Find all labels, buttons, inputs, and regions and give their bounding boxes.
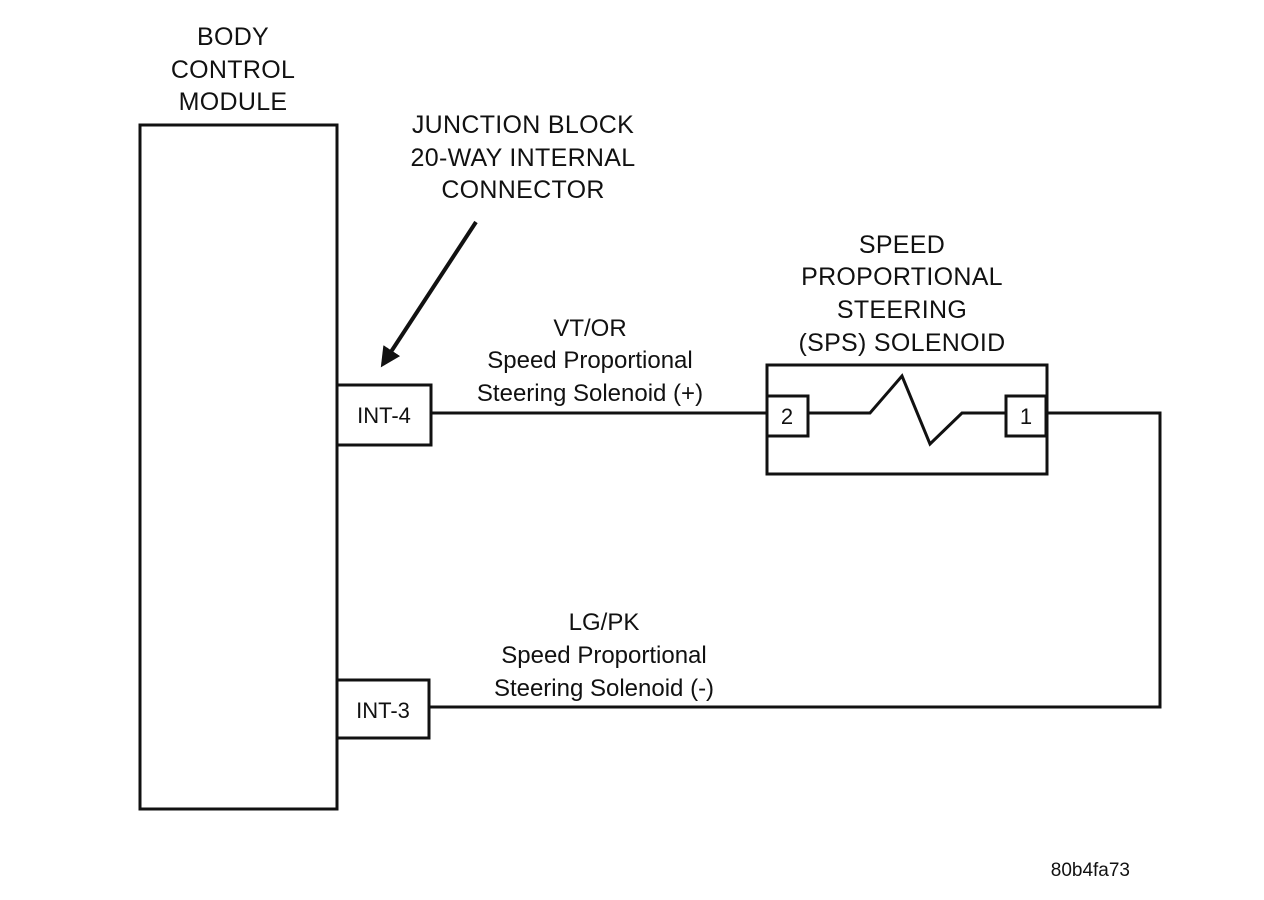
wire-positive-desc-line-1: Speed Proportional (487, 347, 692, 374)
connector-int-3: INT-3 (335, 678, 431, 740)
wire-negative-desc-line-1: Speed Proportional (501, 642, 706, 669)
connector-int-4: INT-4 (335, 383, 433, 447)
junction-block-label-line-1: JUNCTION BLOCK (412, 111, 634, 139)
sps-solenoid: SPEED PROPORTIONAL STEERING (SPS) SOLENO… (765, 231, 1049, 476)
sps-pin-1-box (1004, 394, 1048, 438)
sps-solenoid-label-line-4: (SPS) SOLENOID (798, 329, 1005, 357)
junction-block-callout: JUNCTION BLOCK 20-WAY INTERNAL CONNECTOR (380, 111, 636, 368)
wire-negative: LG/PK Speed Proportional Steering Soleno… (429, 411, 1162, 709)
solenoid-coil-symbol (808, 373, 1006, 447)
junction-block-label-line-2: 20-WAY INTERNAL (411, 144, 636, 172)
wire-positive-desc-line-2: Steering Solenoid (+) (477, 380, 703, 407)
wire-positive-color-code: VT/OR (553, 315, 626, 342)
bcm-box (138, 123, 339, 811)
wire-positive: VT/OR Speed Proportional Steering Soleno… (431, 315, 767, 415)
wire-negative-color-code: LG/PK (569, 609, 640, 636)
sps-pin-2-label: 2 (781, 404, 793, 429)
figure-id: 80b4fa73 (1051, 860, 1130, 881)
sps-solenoid-label-line-1: SPEED (859, 231, 945, 259)
connector-int-3-label: INT-3 (356, 698, 410, 723)
sps-solenoid-label-line-2: PROPORTIONAL (801, 263, 1003, 291)
bcm-label-line-2: CONTROL (171, 56, 295, 84)
junction-block-pointer-arrow (380, 220, 478, 368)
sps-pin-2-box (765, 394, 810, 438)
body-control-module: BODY CONTROL MODULE (138, 23, 339, 811)
junction-block-label-line-3: CONNECTOR (441, 176, 604, 204)
connector-int-3-box (335, 678, 431, 740)
bcm-label-line-3: MODULE (179, 88, 288, 116)
bcm-label-line-1: BODY (197, 23, 269, 51)
wire-negative-line (429, 411, 1162, 709)
sps-pin-1-label: 1 (1020, 404, 1032, 429)
connector-int-4-box (335, 383, 433, 447)
sps-solenoid-label-line-3: STEERING (837, 296, 967, 324)
wire-negative-desc-line-2: Steering Solenoid (-) (494, 675, 714, 702)
connector-int-4-label: INT-4 (357, 403, 411, 428)
